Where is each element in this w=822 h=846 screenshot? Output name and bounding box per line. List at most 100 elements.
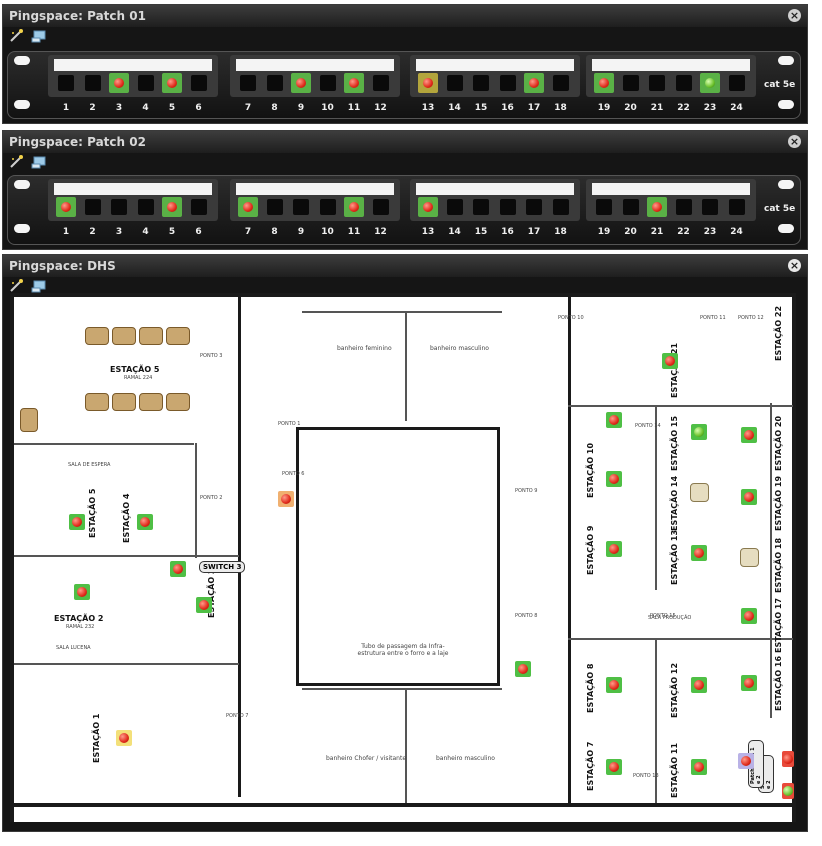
- patch-port-23[interactable]: [700, 73, 720, 93]
- ponto14-marker[interactable]: [606, 412, 622, 428]
- patch-port-18[interactable]: [551, 197, 571, 217]
- patch-port-15[interactable]: [471, 197, 491, 217]
- station-marker-17[interactable]: [741, 608, 757, 624]
- patch-port-13[interactable]: [418, 197, 438, 217]
- patch-port-22[interactable]: [674, 73, 694, 93]
- patch-port-10[interactable]: [318, 197, 338, 217]
- patch-port-2[interactable]: [83, 73, 103, 93]
- station-marker-12[interactable]: [691, 677, 707, 693]
- patch-port-5[interactable]: [162, 197, 182, 217]
- patch-port-17[interactable]: [524, 73, 544, 93]
- ponto8-marker[interactable]: [515, 661, 531, 677]
- station-marker-switch3[interactable]: [170, 561, 186, 577]
- patch-port-19[interactable]: [594, 197, 614, 217]
- patch-port-11[interactable]: [344, 73, 364, 93]
- patch-port-1[interactable]: [56, 73, 76, 93]
- close-icon[interactable]: ×: [788, 9, 801, 22]
- patch-port-8[interactable]: [265, 73, 285, 93]
- patch-port-9[interactable]: [291, 73, 311, 93]
- ponto6-marker[interactable]: [278, 491, 294, 507]
- station-marker-9[interactable]: [606, 541, 622, 557]
- station-marker-5[interactable]: [69, 514, 85, 530]
- station-marker-4[interactable]: [137, 514, 153, 530]
- patch-port-14[interactable]: [445, 73, 465, 93]
- port-socket: [84, 75, 101, 91]
- close-icon[interactable]: ×: [788, 259, 801, 272]
- close-icon[interactable]: ×: [788, 135, 801, 148]
- station-marker-20[interactable]: [741, 427, 757, 443]
- port-socket: [728, 75, 745, 91]
- wand-icon[interactable]: [9, 29, 25, 43]
- patch-port-19[interactable]: [594, 73, 614, 93]
- patch-port-4[interactable]: [136, 73, 156, 93]
- station-marker-21[interactable]: [662, 353, 678, 369]
- wand-icon[interactable]: [9, 155, 25, 169]
- station-marker-8[interactable]: [606, 677, 622, 693]
- patch-port-16[interactable]: [498, 197, 518, 217]
- status-led: [423, 202, 433, 212]
- chair: [85, 393, 109, 411]
- station-marker-15[interactable]: [691, 424, 707, 440]
- patch-port-2[interactable]: [83, 197, 103, 217]
- patch02-titlebar[interactable]: Pingspace: Patch 02 ×: [3, 131, 807, 153]
- patch-port-13[interactable]: [418, 73, 438, 93]
- patch-port-14[interactable]: [445, 197, 465, 217]
- patch-port-23[interactable]: [700, 197, 720, 217]
- patch-port-10[interactable]: [318, 73, 338, 93]
- patch-port-3[interactable]: [109, 73, 129, 93]
- station-marker-1[interactable]: [116, 730, 132, 746]
- ponto-label: PONTO 7: [226, 713, 249, 719]
- ponto-label: PONTO 2: [200, 495, 223, 501]
- dhs-titlebar[interactable]: Pingspace: DHS ×: [3, 255, 807, 277]
- patch-port-24[interactable]: [727, 197, 747, 217]
- patch-port-20[interactable]: [621, 197, 641, 217]
- station-marker-11[interactable]: [691, 759, 707, 775]
- patch-port-5[interactable]: [162, 73, 182, 93]
- patch-port-6[interactable]: [189, 73, 209, 93]
- patch-port-16[interactable]: [498, 73, 518, 93]
- network-icon[interactable]: [31, 279, 47, 293]
- room-label: ESTAÇÃO 20: [774, 415, 783, 471]
- patch-port-11[interactable]: [344, 197, 364, 217]
- patch-port-6[interactable]: [189, 197, 209, 217]
- patch-port-7[interactable]: [238, 73, 258, 93]
- patch-port-7[interactable]: [238, 197, 258, 217]
- rack-marker[interactable]: [738, 753, 754, 769]
- patch-port-12[interactable]: [371, 197, 391, 217]
- label-strip: [54, 59, 212, 71]
- network-icon[interactable]: [31, 29, 47, 43]
- patch-port-4[interactable]: [136, 197, 156, 217]
- patch-port-21[interactable]: [647, 197, 667, 217]
- switch3-tag[interactable]: SWITCH 3: [199, 561, 246, 573]
- station-marker-16[interactable]: [741, 675, 757, 691]
- patch-port-21[interactable]: [647, 73, 667, 93]
- patch-port-3[interactable]: [109, 197, 129, 217]
- wall: [195, 443, 197, 558]
- network-icon[interactable]: [31, 155, 47, 169]
- patch-port-15[interactable]: [471, 73, 491, 93]
- patch-port-17[interactable]: [524, 197, 544, 217]
- patch-port-1[interactable]: [56, 197, 76, 217]
- patch-port-20[interactable]: [621, 73, 641, 93]
- patch01-titlebar[interactable]: Pingspace: Patch 01 ×: [3, 5, 807, 27]
- rack-marker[interactable]: [782, 751, 794, 767]
- station-marker-19[interactable]: [741, 489, 757, 505]
- patch-port-8[interactable]: [265, 197, 285, 217]
- port-socket: [293, 199, 309, 215]
- patch-port-9[interactable]: [291, 197, 311, 217]
- station-marker-7[interactable]: [606, 759, 622, 775]
- patch-port-22[interactable]: [674, 197, 694, 217]
- rack-marker[interactable]: [782, 783, 794, 799]
- station-marker-10[interactable]: [606, 471, 622, 487]
- station-marker-13[interactable]: [691, 545, 707, 561]
- patch-port-24[interactable]: [727, 73, 747, 93]
- room-label: banheiro feminino: [337, 345, 392, 352]
- port-socket: [266, 75, 283, 91]
- wand-icon[interactable]: [9, 279, 25, 293]
- dhs-toolbar: [3, 277, 807, 297]
- patch-port-18[interactable]: [551, 73, 571, 93]
- station-marker-3[interactable]: [196, 597, 212, 613]
- patch-port-12[interactable]: [371, 73, 391, 93]
- station-marker-2[interactable]: [74, 584, 90, 600]
